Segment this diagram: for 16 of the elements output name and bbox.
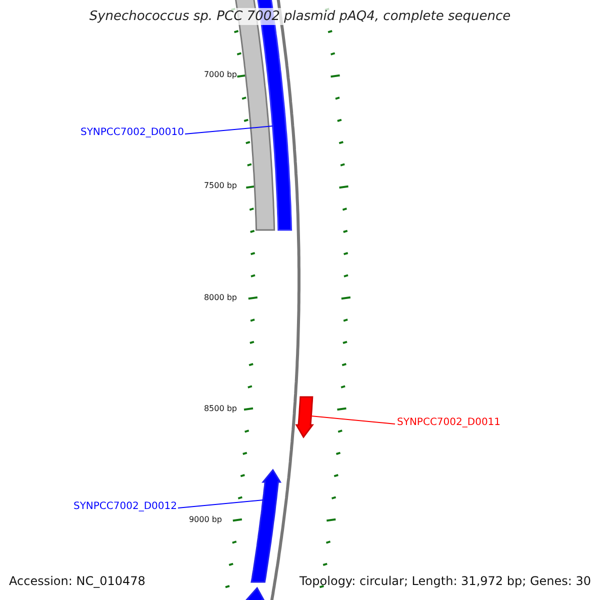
gene-label: SYNPCC7002_D0010 bbox=[80, 127, 184, 138]
scale-label: 8000 bp bbox=[204, 293, 237, 302]
scale-label: 7500 bp bbox=[204, 181, 237, 190]
summary-text: Topology: circular; Length: 31,972 bp; Genes: 30 bbox=[300, 574, 591, 588]
gene-label: SYNPCC7002_D0012 bbox=[73, 501, 177, 512]
scale-label: 9000 bp bbox=[188, 515, 222, 524]
gene-label: SYNPCC7002_D0011 bbox=[397, 417, 501, 428]
gene-feature bbox=[295, 396, 314, 438]
accession-text: Accession: NC_010478 bbox=[9, 574, 146, 588]
leader-line bbox=[178, 500, 264, 508]
gene-feature bbox=[244, 586, 265, 600]
scale-label: 7000 bp bbox=[204, 70, 237, 80]
gene-feature bbox=[250, 468, 282, 583]
scale-label: 8500 bp bbox=[204, 404, 237, 414]
leader-line bbox=[184, 126, 274, 134]
leader-line bbox=[310, 416, 396, 424]
